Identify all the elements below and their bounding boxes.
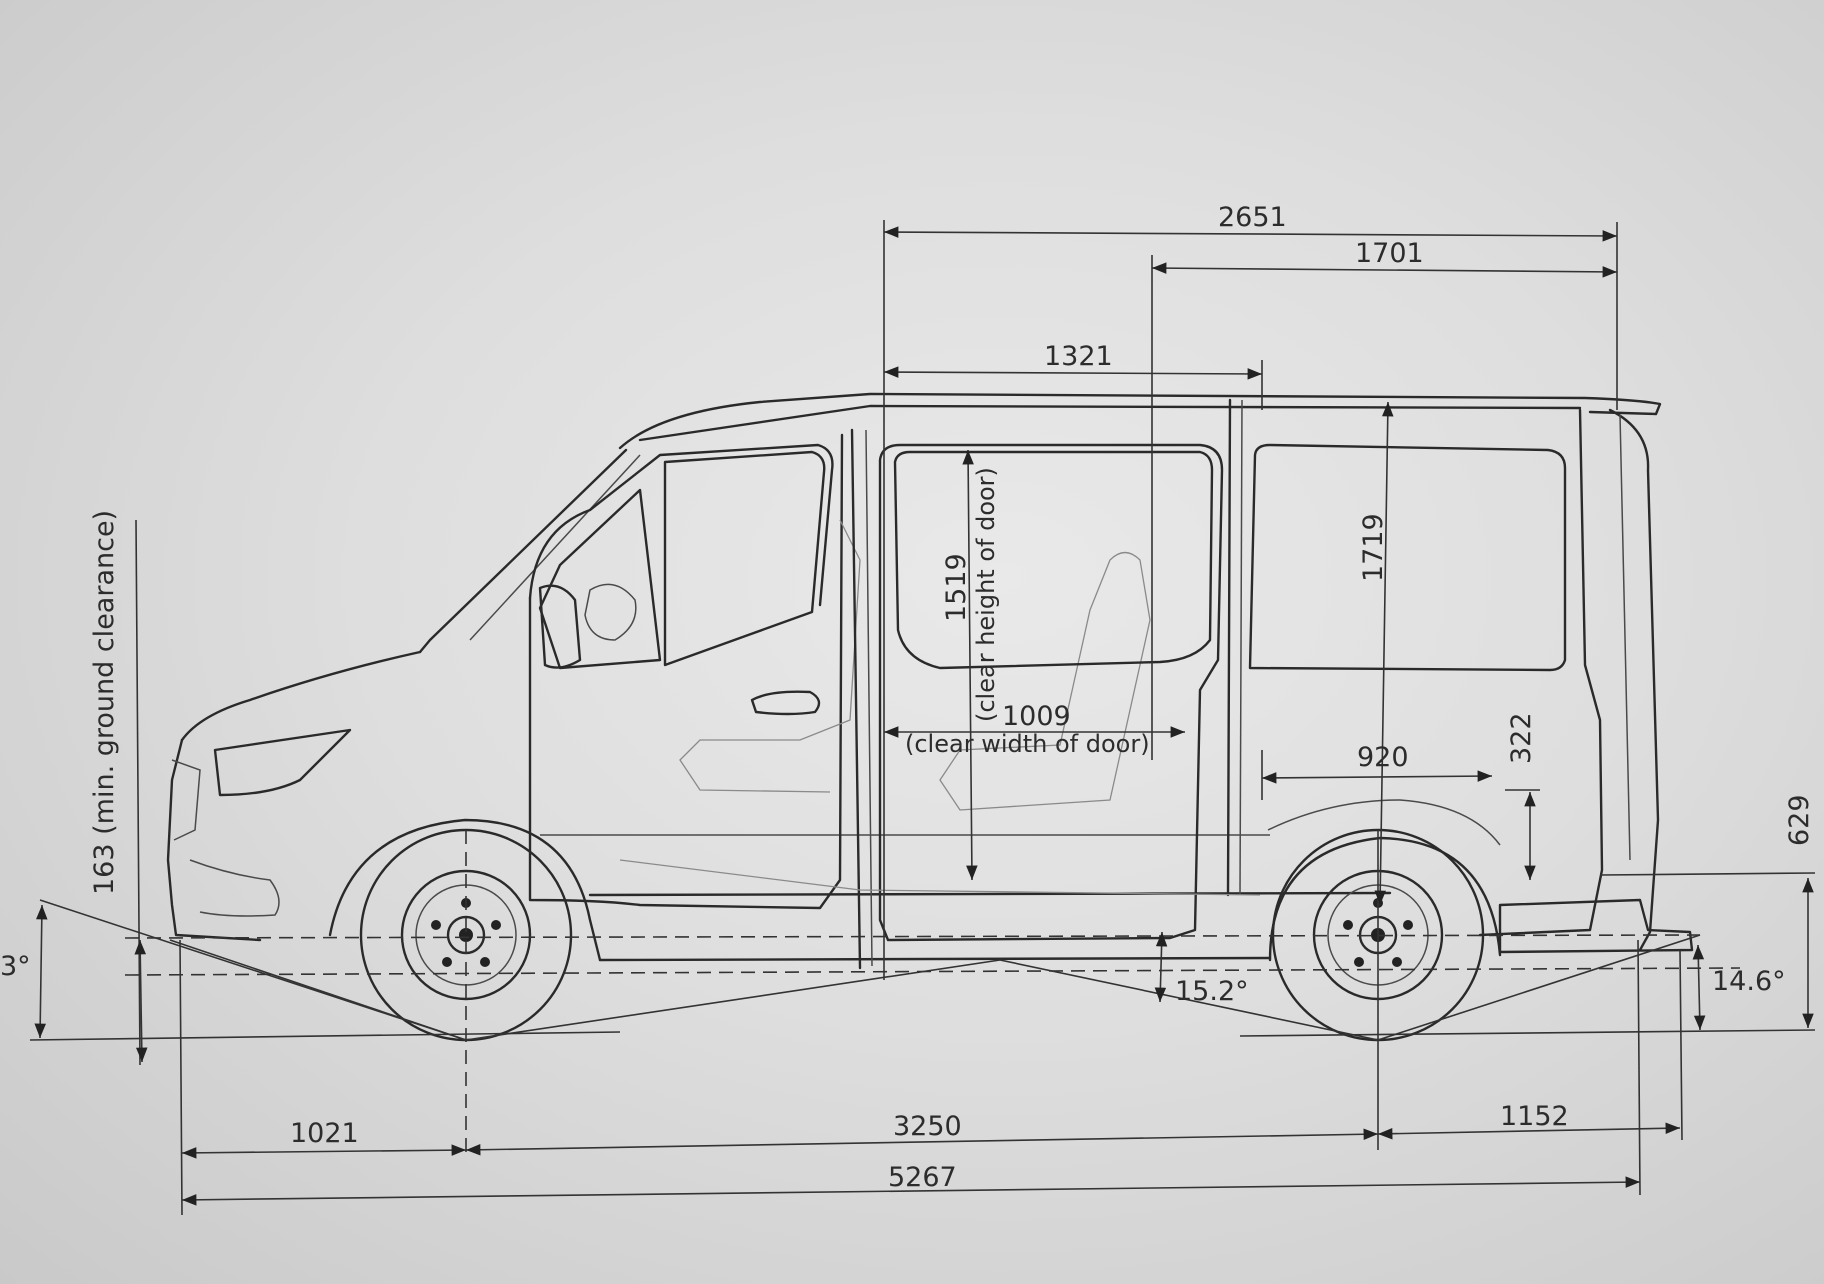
dim-920: [1261, 750, 1493, 800]
sliding-door: [878, 443, 1224, 942]
front-door-window: [538, 488, 662, 670]
rear-door: [1608, 408, 1660, 952]
driver-seat: [679, 519, 861, 793]
dim-322: [1505, 789, 1540, 880]
label-1152: 1152: [1500, 1101, 1569, 1132]
label-5267: 5267: [888, 1162, 957, 1193]
rear-panel: [1478, 408, 1604, 937]
dim-629: [1599, 872, 1816, 1028]
ground-lines: [29, 830, 1816, 1160]
label-1719: 1719: [1358, 513, 1389, 582]
dim-departure: [1692, 944, 1706, 1031]
roof-line: [618, 392, 1662, 450]
label-1021: 1021: [290, 1118, 359, 1149]
front-wheel: [359, 828, 573, 1042]
label-1519: 1519: [941, 553, 972, 622]
rear-bumper: [1498, 898, 1694, 954]
steering-wheel: [584, 583, 637, 641]
dim-1321: [883, 360, 1263, 410]
c-pillar: [1226, 398, 1232, 897]
grille: [171, 759, 201, 841]
rear-side-window: [1248, 443, 1567, 672]
front-face: [166, 738, 262, 942]
dim-163: [134, 519, 148, 1066]
side-mirror: [538, 584, 582, 669]
passenger-seat: [939, 551, 1151, 811]
dim-approach: [34, 904, 48, 1039]
label-1701: 1701: [1355, 238, 1424, 269]
label-1009: 1009: [1002, 701, 1071, 732]
roof-rail: [638, 404, 1582, 442]
label-629: 629: [1784, 794, 1815, 846]
dim-1719: [1374, 401, 1394, 906]
label-ground-clearance: 163 (min. ground clearance): [89, 510, 120, 895]
front-door: [528, 443, 834, 607]
label-clear-height-of-door: (clear height of door): [972, 467, 1000, 722]
label-1321: 1321: [1044, 341, 1113, 372]
dim-1701: [1151, 255, 1618, 760]
label-approach-angle: 3°: [0, 951, 31, 982]
dim-1152: [1377, 1122, 1681, 1140]
label-920: 920: [1357, 742, 1409, 773]
dim-5267: [181, 1176, 1641, 1206]
b-pillar: [850, 428, 862, 970]
dim-2651: [883, 220, 1618, 980]
door-handle: [750, 690, 821, 716]
van-outline: [166, 392, 1694, 970]
headlight: [213, 728, 352, 797]
sliding-door-window: [893, 450, 1214, 670]
bottom-extension-lines: [179, 939, 1683, 1216]
lower-body-line: [598, 956, 1272, 962]
front-wheel-arch: [328, 818, 602, 962]
dim-1519: [962, 449, 978, 881]
label-3250: 3250: [893, 1111, 962, 1142]
rear-wheel-arch: [1268, 836, 1502, 962]
label-2651: 2651: [1218, 202, 1287, 233]
dim-breakover: [1154, 931, 1168, 1003]
windshield: [418, 448, 628, 654]
label-breakover-angle: 15.2°: [1175, 976, 1249, 1007]
label-departure-angle: 14.6°: [1712, 966, 1786, 997]
label-322: 322: [1506, 712, 1537, 764]
hood: [180, 650, 422, 742]
front-door-edge: [528, 433, 844, 910]
label-clear-width-of-door: (clear width of door): [905, 730, 1150, 758]
dim-3250: [465, 1128, 1379, 1156]
dim-1021: [181, 1144, 467, 1159]
